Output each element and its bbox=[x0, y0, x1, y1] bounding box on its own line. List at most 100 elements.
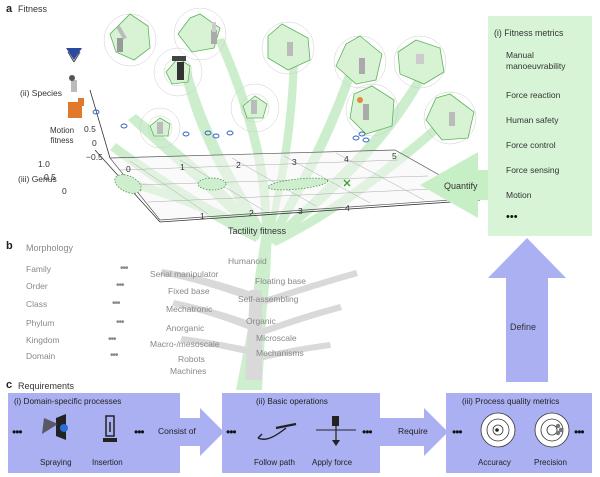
accuracy-label: Accuracy bbox=[478, 458, 511, 467]
robot-arm-icon bbox=[172, 56, 186, 80]
node-self-assembling: Self-assembling bbox=[238, 294, 299, 304]
rank-phylum: Phylum bbox=[26, 318, 55, 328]
consist-of-label: Consist of bbox=[158, 426, 196, 436]
fitness-metrics-title: (i) Fitness metrics bbox=[494, 28, 564, 38]
robot-arm-icon bbox=[416, 54, 424, 64]
robot-arm-icon bbox=[449, 112, 455, 126]
rank-dots: ••• bbox=[120, 263, 128, 274]
accuracy-target-icon bbox=[480, 412, 516, 448]
node-fixed-base: Fixed base bbox=[168, 286, 210, 296]
rank-class: Class bbox=[26, 299, 48, 309]
robot-icons bbox=[66, 22, 455, 134]
front-tick: 3 bbox=[298, 206, 303, 216]
require-arrow bbox=[378, 408, 448, 456]
genus-clusters bbox=[114, 174, 351, 194]
metric-motion: Motion bbox=[506, 190, 532, 200]
back-tick: 1 bbox=[180, 162, 185, 172]
robot-arm-icon bbox=[116, 25, 127, 52]
radar-chart bbox=[103, 13, 157, 67]
motion-tick: 0 bbox=[92, 138, 97, 148]
robot-arm-icon bbox=[69, 75, 77, 92]
tree-branch bbox=[180, 68, 266, 236]
more-dots: ••• bbox=[134, 425, 145, 439]
panel-a-title: Fitness bbox=[18, 4, 48, 14]
tree-branch bbox=[268, 60, 358, 240]
motion-axis-label-line2: fitness bbox=[50, 136, 74, 145]
robot-arm-icon bbox=[287, 42, 293, 56]
robot-arm-icon bbox=[357, 97, 369, 120]
robot-arm-icon bbox=[251, 100, 257, 114]
metric-force-reaction: Force reaction bbox=[506, 90, 561, 100]
robot-arm-icon bbox=[359, 58, 365, 74]
node-mechatronic: Mechatronic bbox=[166, 304, 213, 314]
node-floating-base: Floating base bbox=[255, 276, 307, 286]
more-dots: ••• bbox=[226, 425, 237, 439]
metrics-more-dots: ••• bbox=[506, 211, 518, 223]
morphology-tree-grey bbox=[160, 269, 358, 380]
tree-branch bbox=[266, 40, 298, 236]
motion-axis-label-line1: Motion bbox=[50, 126, 75, 135]
rank-order: Order bbox=[26, 281, 48, 291]
rank-dots: ••• bbox=[112, 298, 120, 309]
basic-operations-box bbox=[222, 393, 380, 473]
quality-metrics-title: (iii) Process quality metrics bbox=[462, 397, 560, 406]
species-label: (ii) Species bbox=[20, 88, 63, 98]
front-tick: 1 bbox=[200, 211, 205, 221]
quantify-label: Quantify bbox=[444, 181, 478, 191]
node-macro-mesoscale: Macro-/mesoscale bbox=[150, 339, 220, 349]
apply-force-label: Apply force bbox=[312, 458, 353, 467]
back-tick: 4 bbox=[344, 154, 349, 164]
more-dots: ••• bbox=[362, 425, 373, 439]
rank-family: Family bbox=[26, 264, 52, 274]
motion-tick: 0.5 bbox=[44, 172, 56, 182]
tree-branch bbox=[270, 70, 428, 242]
panel-c-title: Requirements bbox=[18, 381, 75, 391]
apply-force-icon bbox=[316, 416, 356, 446]
follow-path-label: Follow path bbox=[254, 458, 295, 467]
define-arrow bbox=[488, 238, 566, 382]
rank-dots: ••• bbox=[108, 334, 116, 345]
robot-arm-icon bbox=[157, 122, 163, 134]
front-tick: 2 bbox=[249, 208, 254, 218]
basic-operations-title: (ii) Basic operations bbox=[256, 397, 328, 406]
species-points bbox=[92, 109, 370, 143]
require-label: Require bbox=[398, 426, 428, 436]
rank-dots: ••• bbox=[116, 280, 124, 291]
back-tick: 5 bbox=[392, 151, 397, 161]
precision-target-icon bbox=[534, 412, 570, 448]
follow-path-icon bbox=[257, 422, 297, 440]
back-tick: 0 bbox=[126, 164, 131, 174]
genus-label: (iii) Genus bbox=[18, 174, 57, 184]
back-tick: 2 bbox=[236, 160, 241, 170]
node-machines: Machines bbox=[170, 366, 207, 376]
metric-manual-manoeuvrability: Manual manoeuvrability bbox=[506, 50, 566, 71]
more-dots: ••• bbox=[12, 425, 23, 439]
panel-b-letter: b bbox=[6, 240, 13, 252]
node-serial-manipulator: Serial manipulator bbox=[150, 269, 219, 279]
spray-icon bbox=[42, 414, 68, 440]
radar-chart bbox=[173, 7, 227, 61]
node-microscale: Microscale bbox=[256, 333, 297, 343]
panel-b-title: Morphology bbox=[26, 243, 74, 253]
front-tick: 4 bbox=[345, 203, 350, 213]
metric-force-sensing: Force sensing bbox=[506, 165, 560, 175]
motion-tick: 1.0 bbox=[38, 159, 50, 169]
tactility-axis-line bbox=[159, 199, 481, 223]
robot-arm-icon bbox=[211, 22, 217, 44]
insertion-label: Insertion bbox=[92, 458, 123, 467]
metric-force-control: Force control bbox=[506, 140, 556, 150]
rank-dots: ••• bbox=[110, 350, 118, 361]
motion-axis-line bbox=[89, 89, 111, 159]
consist-of-arrow bbox=[178, 408, 224, 456]
metric-human-safety: Human safety bbox=[506, 115, 559, 125]
back-tick: 3 bbox=[292, 157, 297, 167]
tactility-axis-label: Tactility fitness bbox=[228, 226, 287, 236]
panel-a-letter: a bbox=[6, 3, 13, 15]
motion-tick: 0 bbox=[62, 186, 67, 196]
delta-robot-icon bbox=[66, 48, 82, 63]
rank-domain: Domain bbox=[26, 351, 56, 361]
node-organic: Organic bbox=[246, 316, 276, 326]
rank-dots: ••• bbox=[116, 317, 124, 328]
precision-label: Precision bbox=[534, 458, 567, 467]
